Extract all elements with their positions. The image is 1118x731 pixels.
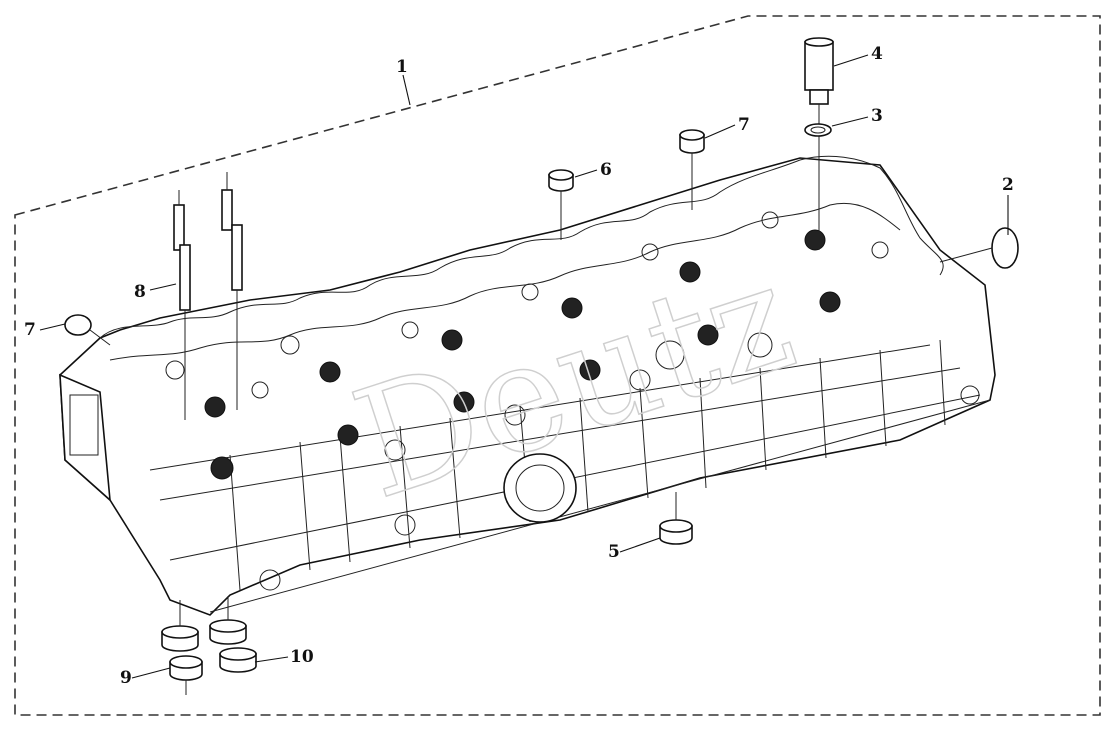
valve-ports bbox=[165, 211, 980, 591]
callout-6: 6 bbox=[600, 160, 612, 180]
callout-4: 4 bbox=[871, 44, 883, 64]
sealing-washer-part-3 bbox=[804, 123, 832, 137]
callout-labels: 1 2 3 4 5 6 7 7 8 9 10 bbox=[24, 44, 1014, 688]
leader-lines bbox=[39, 54, 1009, 679]
cup-plug-part-5 bbox=[659, 492, 693, 545]
cup-plug-part-6 bbox=[548, 169, 574, 240]
plug-part-2 bbox=[939, 227, 1019, 269]
cup-plug-part-7-left bbox=[64, 314, 111, 346]
callout-7-top: 7 bbox=[738, 115, 750, 135]
assembly-boundary bbox=[14, 15, 1101, 716]
callout-3: 3 bbox=[871, 106, 883, 126]
cup-plug-part-7-top bbox=[679, 129, 705, 210]
injector-sleeve-part-4 bbox=[804, 37, 834, 250]
cup-plugs-part-10 bbox=[209, 596, 257, 673]
cup-plugs-part-9 bbox=[161, 600, 203, 695]
cylinder-head bbox=[59, 155, 996, 616]
callout-2: 2 bbox=[1002, 175, 1014, 195]
callout-8: 8 bbox=[134, 282, 146, 302]
studs-part-8 bbox=[173, 172, 243, 420]
callout-7-left: 7 bbox=[24, 320, 36, 340]
callout-1: 1 bbox=[396, 57, 408, 77]
callout-10: 10 bbox=[290, 647, 314, 667]
callout-5: 5 bbox=[608, 542, 620, 562]
callout-9: 9 bbox=[120, 668, 132, 688]
